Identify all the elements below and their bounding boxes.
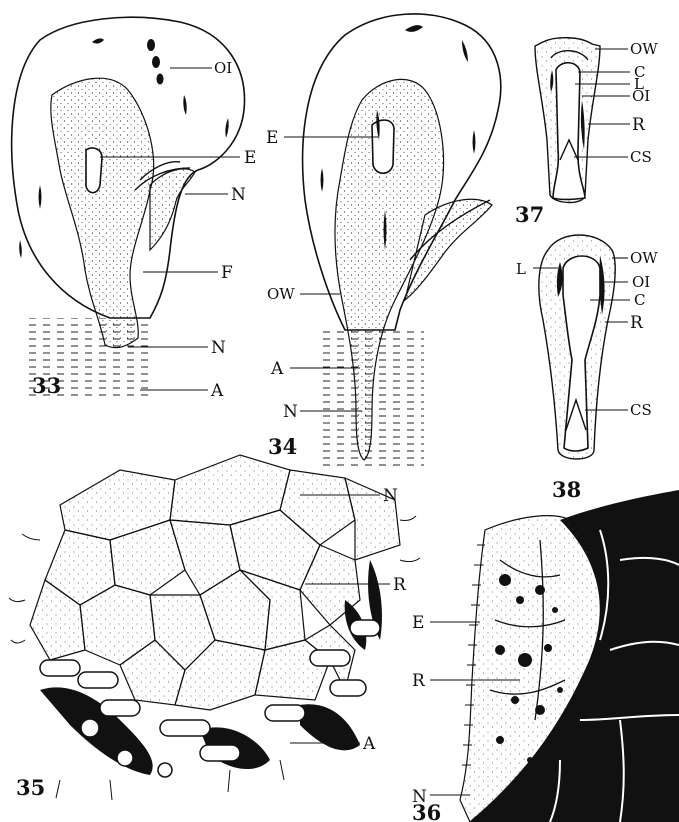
fig33-label-e: E: [244, 148, 256, 168]
fig38-label-ow: OW: [630, 249, 658, 267]
fig38-label-oi: OI: [632, 273, 650, 291]
fig37-label-oi: OI: [632, 87, 650, 105]
fig33-label-oi: OI: [214, 59, 232, 77]
fig34-label-ow: OW: [267, 285, 295, 303]
figure-38: L OW OI C R CS 38: [516, 235, 658, 502]
fig35-number: 35: [16, 775, 45, 800]
fig38-label-cs: CS: [630, 401, 652, 419]
figure-37: OW C L OI R CS 37: [515, 38, 658, 227]
fig34-number: 34: [268, 434, 297, 459]
fig38-number: 38: [552, 477, 581, 502]
fig35-label-n: N: [383, 486, 398, 506]
fig33-label-a: A: [210, 381, 224, 401]
fig36-number: 36: [412, 800, 441, 822]
fig34-label-n: N: [283, 402, 298, 422]
figure-35: N R A 35: [9, 455, 420, 800]
fig33-embryo-sac: [86, 148, 102, 193]
fig33-side-nucellus: [150, 169, 195, 250]
fig34-label-a: A: [270, 359, 284, 379]
fig33-number: 33: [32, 373, 61, 398]
fig34-label-e: E: [266, 128, 278, 148]
fig36-label-r: R: [412, 671, 426, 691]
fig34-embryo-sac: [372, 120, 394, 173]
fig35-label-a: A: [362, 734, 376, 754]
fig38-label-l: L: [516, 260, 526, 278]
fig37-label-cs: CS: [630, 148, 652, 166]
figure-33: OI E N F N A 33: [12, 17, 257, 401]
fig33-label-f: F: [221, 263, 233, 283]
fig37-number: 37: [515, 202, 544, 227]
fig36-label-e: E: [412, 613, 424, 633]
fig35-label-r: R: [393, 575, 407, 595]
fig37-label-ow: OW: [630, 40, 658, 58]
fig38-label-r: R: [630, 313, 644, 333]
fig37-label-r: R: [632, 115, 646, 135]
figure-34: E OW A N 34: [266, 14, 501, 466]
fig33-label-n-bottom: N: [211, 338, 226, 358]
figure-36: E R N 36: [412, 490, 679, 822]
fig38-label-c: C: [634, 291, 645, 309]
fig33-label-n-top: N: [231, 185, 246, 205]
